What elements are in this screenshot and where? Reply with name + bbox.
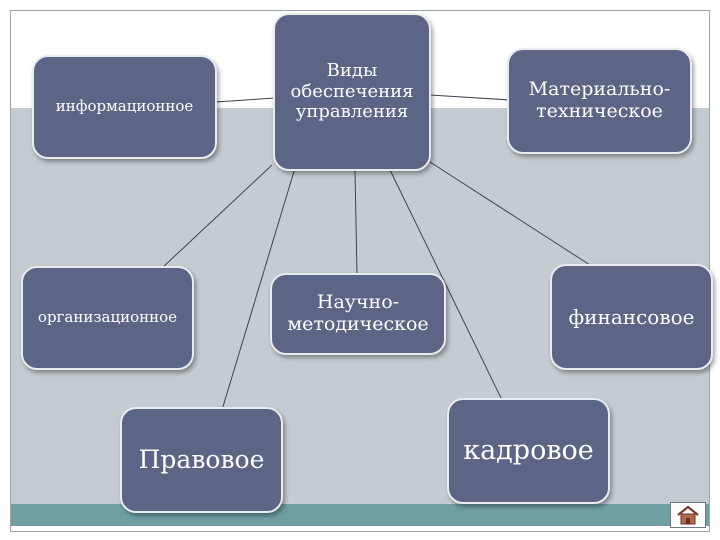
node-legal-label: Правовое bbox=[138, 444, 265, 474]
connector-scientific bbox=[354, 169, 358, 276]
connector-material bbox=[429, 94, 511, 101]
node-personnel-label: кадровое bbox=[463, 435, 594, 467]
node-scientific-label: Научно-методическое bbox=[287, 291, 429, 335]
connector-legal bbox=[221, 167, 296, 411]
node-legal: Правовое bbox=[120, 407, 283, 513]
home-icon bbox=[677, 505, 699, 525]
node-center-label: Виды обеспечения управления bbox=[290, 59, 414, 123]
node-material: Материально-техническое bbox=[507, 48, 692, 154]
node-center: Виды обеспечения управления bbox=[273, 13, 431, 171]
node-organizational-label: организационное bbox=[37, 308, 178, 327]
node-informational: информационное bbox=[32, 55, 217, 159]
node-financial: финансовое bbox=[550, 264, 713, 370]
connector-organizational bbox=[161, 164, 273, 269]
node-material-label: Материально-техническое bbox=[528, 78, 671, 122]
connector-informational bbox=[214, 97, 276, 103]
home-button[interactable] bbox=[670, 502, 706, 528]
node-scientific: Научно-методическое bbox=[270, 273, 446, 355]
node-organizational: организационное bbox=[21, 266, 194, 370]
node-informational-label: информационное bbox=[55, 97, 194, 116]
connector-financial bbox=[429, 161, 591, 266]
node-personnel: кадровое bbox=[447, 398, 610, 504]
connector-personnel bbox=[389, 169, 503, 401]
node-financial-label: финансовое bbox=[568, 304, 695, 329]
